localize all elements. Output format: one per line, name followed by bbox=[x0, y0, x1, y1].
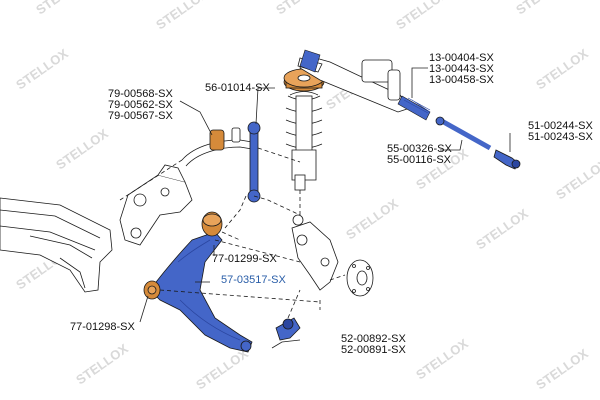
watermark-text: STELLOX bbox=[193, 346, 251, 393]
control-arm-bush-rear bbox=[201, 211, 223, 237]
watermark-text: STELLOX bbox=[73, 341, 131, 388]
label-tie-rod-end: 51-00244-SX 51-00243-SX bbox=[528, 121, 593, 143]
watermark-text: STELLOX bbox=[513, 0, 571, 17]
tie-rod bbox=[435, 116, 492, 151]
watermark-text: STELLOX bbox=[553, 156, 600, 203]
ball-joint bbox=[240, 317, 301, 352]
label-control-arm: 57-03517-SX bbox=[221, 274, 286, 286]
part-number: 51-00243-SX bbox=[528, 131, 593, 143]
tie-rod-end bbox=[493, 149, 521, 170]
steering-knuckle bbox=[291, 214, 339, 291]
part-number: 13-00404-SX bbox=[429, 52, 494, 64]
watermark-text: STELLOX bbox=[413, 336, 471, 383]
assembly-lines bbox=[119, 147, 346, 319]
part-number: 51-00244-SX bbox=[528, 120, 593, 132]
leader-lines bbox=[139, 67, 511, 349]
watermark-text: STELLOX bbox=[533, 346, 591, 393]
watermark-text: STELLOX bbox=[33, 0, 91, 17]
watermark-text: STELLOX bbox=[13, 46, 71, 93]
label-ball-joint: 52-00892-SX 52-00891-SX bbox=[341, 334, 406, 356]
stabilizer-bush bbox=[209, 127, 241, 151]
watermark-text: STELLOX bbox=[273, 0, 331, 17]
subframe bbox=[0, 197, 113, 293]
watermark-text: STELLOX bbox=[393, 0, 451, 32]
label-stabilizer-link: 56-01014-SX bbox=[205, 82, 270, 94]
watermark-text: STELLOX bbox=[153, 0, 211, 32]
steering-boot bbox=[299, 49, 431, 121]
watermark-text: STELLOX bbox=[473, 206, 531, 253]
part-number: 55-00116-SX bbox=[387, 154, 452, 166]
label-control-arm-bush-front: 77-01298-SX bbox=[70, 321, 135, 333]
part-number: 52-00892-SX bbox=[341, 333, 406, 345]
watermark-text: STELLOX bbox=[533, 46, 591, 93]
part-number: 55-00326-SX bbox=[387, 143, 452, 155]
label-control-arm-bush-rear: 77-01299-SX bbox=[212, 253, 277, 265]
label-tie-rod: 55-00326-SX 55-00116-SX bbox=[387, 144, 452, 166]
part-number: 13-00458-SX bbox=[429, 74, 494, 86]
strut-assembly bbox=[283, 68, 325, 191]
part-number: 52-00891-SX bbox=[341, 344, 406, 356]
mounting-bracket bbox=[119, 164, 193, 246]
control-arm bbox=[149, 231, 253, 353]
wheel-hub bbox=[346, 259, 374, 297]
part-number: 79-00567-SX bbox=[108, 110, 173, 122]
stabilizer-link bbox=[247, 121, 261, 203]
watermark-text: STELLOX bbox=[53, 126, 111, 173]
label-stabilizer-bush: 79-00568-SX 79-00562-SX 79-00567-SX bbox=[108, 89, 173, 122]
part-number: 79-00562-SX bbox=[108, 99, 173, 111]
watermark-text: STELLOX bbox=[343, 196, 401, 243]
part-number: 79-00568-SX bbox=[108, 88, 173, 100]
part-number: 13-00443-SX bbox=[429, 63, 494, 75]
label-steering-rack: 13-00404-SX 13-00443-SX 13-00458-SX bbox=[429, 53, 494, 86]
control-arm-bush-front bbox=[143, 280, 161, 300]
